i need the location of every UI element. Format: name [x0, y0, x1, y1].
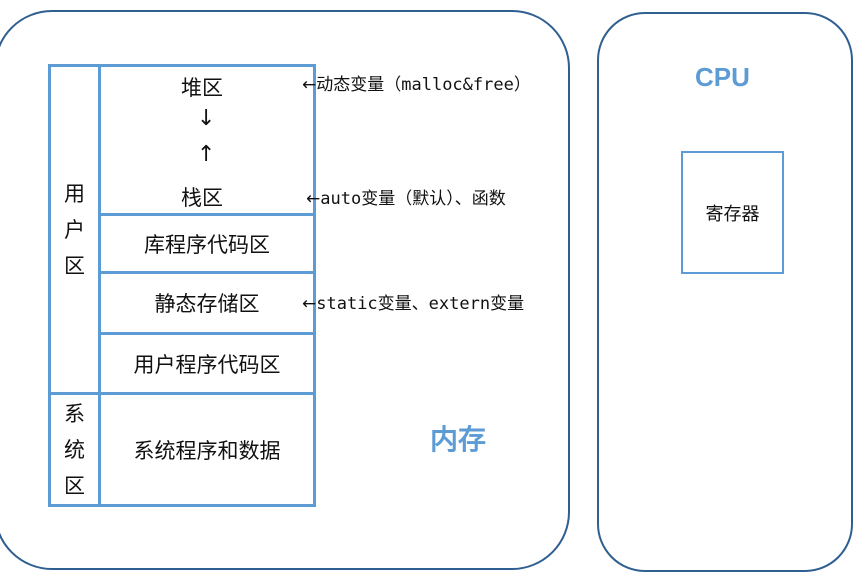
stack-grow-arrow: ↑: [197, 142, 216, 167]
left-arrow-icon: ←: [302, 294, 317, 314]
system-area-label-char: 区: [64, 474, 85, 498]
user-area-label-char: 户: [64, 218, 85, 242]
heap-note-text: 动态变量（malloc&free）: [316, 75, 531, 95]
system-area-label-char: 系: [64, 402, 85, 426]
stack-label: 栈区: [181, 186, 223, 210]
left-arrow-icon: ←: [302, 75, 317, 95]
user-area-label: 用 户 区: [48, 176, 101, 284]
cpu-title: CPU: [695, 62, 750, 92]
static-storage-label: 静态存储区: [154, 292, 260, 316]
left-arrow-icon: ←: [306, 189, 321, 209]
static-note-text: static变量、extern变量: [316, 294, 525, 314]
heap-note: ←动态变量（malloc&free）: [302, 70, 531, 95]
stack-note: ←auto变量（默认）、函数: [306, 184, 506, 209]
system-area-label: 系 统 区: [48, 396, 101, 504]
cpu-panel: [597, 12, 853, 572]
static-note: ←static变量、extern变量: [302, 289, 524, 314]
stack-note-text: auto变量（默认）、函数: [320, 189, 506, 209]
system-area-label-char: 统: [64, 438, 85, 462]
system-data-label: 系统程序和数据: [133, 438, 281, 463]
user-code-label: 用户程序代码区: [133, 352, 281, 377]
system-data-cell: 系统程序和数据: [98, 392, 316, 507]
heap-grow-arrow: ↓: [197, 106, 216, 131]
user-area-label-char: 区: [64, 254, 85, 278]
register-label: 寄存器: [705, 203, 760, 225]
memory-title: 内存: [430, 423, 487, 456]
static-storage-cell: 静态存储区: [98, 271, 316, 335]
register-box: 寄存器: [681, 151, 784, 274]
library-code-cell: 库程序代码区: [98, 213, 316, 274]
user-area-label-char: 用: [64, 182, 85, 206]
heap-label: 堆区: [181, 76, 223, 100]
user-code-cell: 用户程序代码区: [98, 332, 316, 395]
library-code-label: 库程序代码区: [144, 232, 270, 257]
